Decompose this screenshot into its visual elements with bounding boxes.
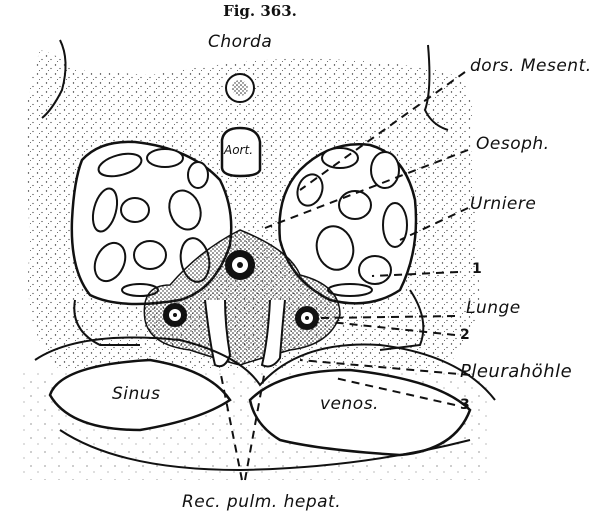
label-lunge: Lunge xyxy=(466,300,521,317)
label-chorda: Chorda xyxy=(208,34,272,51)
label-sinus: Sinus xyxy=(112,386,160,403)
label-3: 3 xyxy=(460,398,470,412)
label-1: 1 xyxy=(472,262,482,276)
label-dors-mesent: dors. Mesent. xyxy=(470,58,592,75)
label-venos: venos. xyxy=(320,396,379,413)
figure-title: Fig. 363. xyxy=(0,2,520,20)
lung-bud-left xyxy=(163,303,187,327)
label-pleurahoehle: Pleurahöhle xyxy=(460,363,572,381)
label-rec-pulm-hepat: Rec. pulm. hepat. xyxy=(182,494,341,511)
lung-bud-right xyxy=(295,306,319,330)
label-urniere: Urniere xyxy=(470,196,536,213)
label-2: 2 xyxy=(460,328,470,342)
label-oesoph: Oesoph. xyxy=(476,136,550,153)
label-aorta: Aort. xyxy=(224,144,253,156)
